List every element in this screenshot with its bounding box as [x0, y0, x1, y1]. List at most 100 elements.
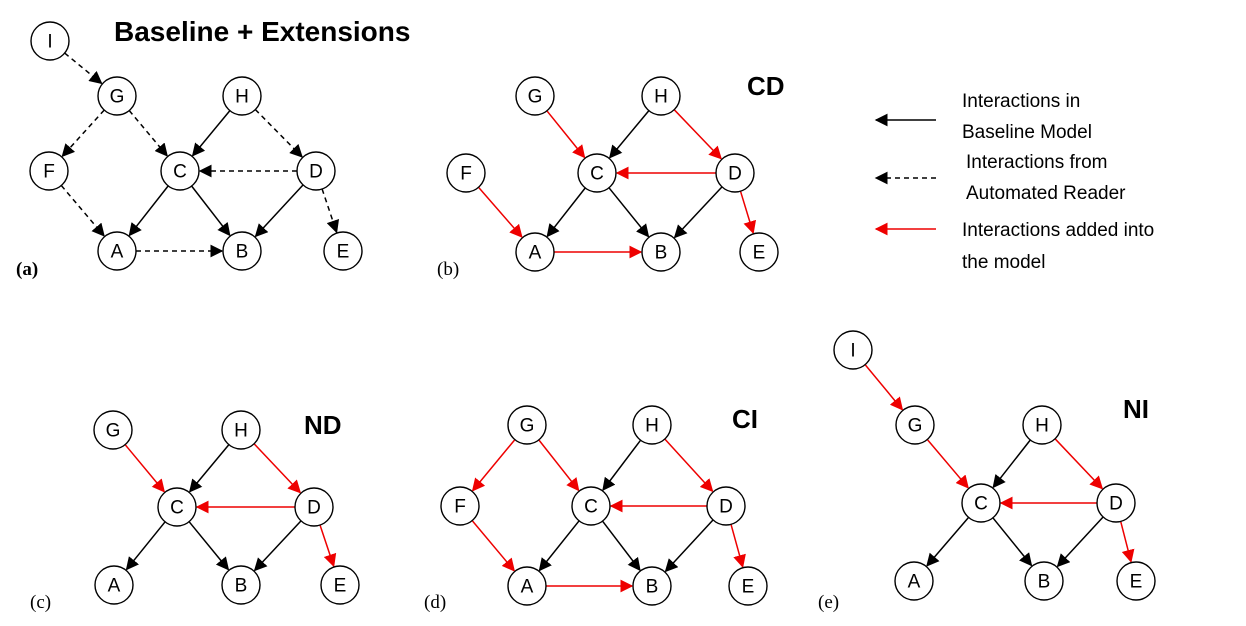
edge-e-I-G [864, 364, 904, 411]
edge-a-H-C [191, 110, 231, 157]
node-a-A [97, 231, 137, 271]
edge-c-H-C [188, 444, 230, 493]
node-label-b-E: E [753, 243, 766, 264]
node-a-C [160, 151, 200, 191]
node-label-a-B: B [236, 242, 249, 263]
node-a-I [30, 21, 70, 61]
edge-e-H-C [992, 439, 1031, 489]
node-label-a-E: E [337, 242, 350, 263]
node-label-d-F: F [454, 497, 466, 518]
node-a-G [97, 76, 137, 116]
node-b-B [641, 232, 681, 272]
node-a-B [222, 231, 262, 271]
legend-added-line2: the model [962, 252, 1045, 273]
edge-b-C-A [546, 187, 586, 238]
node-e-G [895, 405, 935, 445]
legend-baseline-line1: Interactions in [962, 91, 1080, 112]
title-ci: CI [732, 404, 758, 434]
node-a-F [29, 151, 69, 191]
node-label-b-H: H [654, 87, 668, 108]
node-e-I [833, 330, 873, 370]
node-label-a-G: G [110, 87, 125, 108]
node-d-A [507, 566, 547, 606]
edge-d-D-B [664, 519, 714, 573]
edge-b-C-B [608, 187, 650, 238]
legend-reader-line2: Automated Reader [966, 183, 1126, 204]
node-label-d-G: G [520, 416, 535, 437]
edge-d-D-E [730, 524, 746, 568]
edge-d-F-A [471, 520, 516, 572]
node-b-A [515, 232, 555, 272]
node-label-e-I: I [850, 341, 855, 362]
node-label-e-G: G [908, 416, 923, 437]
panel-label-b: (b) [437, 259, 459, 280]
edge-a-D-E [321, 188, 340, 234]
node-label-c-B: B [235, 576, 248, 597]
edge-e-D-E [1119, 521, 1135, 563]
node-a-H [222, 76, 262, 116]
node-label-c-E: E [334, 576, 347, 597]
node-label-b-F: F [460, 164, 472, 185]
node-e-A [894, 561, 934, 601]
edge-d-H-D [664, 438, 714, 493]
node-label-d-D: D [719, 497, 733, 518]
edge-c-D-B [253, 520, 302, 572]
node-e-H [1022, 405, 1062, 445]
edge-a-C-A [128, 185, 169, 237]
node-b-E [739, 232, 779, 272]
edge-c-C-A [125, 521, 166, 571]
title-ni: NI [1123, 394, 1149, 424]
node-d-H [632, 405, 672, 445]
edge-e-G-C [926, 439, 969, 489]
node-label-d-A: A [521, 577, 534, 598]
edge-d-H-C [602, 439, 642, 492]
node-label-a-D: D [309, 162, 323, 183]
edge-c-C-B [188, 521, 230, 571]
node-b-C [577, 153, 617, 193]
legend-reader-line1: Interactions from [966, 152, 1108, 173]
node-b-G [515, 76, 555, 116]
node-e-E [1116, 561, 1156, 601]
panel-label-a: (a) [16, 259, 38, 280]
node-label-a-F: F [43, 162, 55, 183]
node-e-B [1024, 561, 1064, 601]
edge-b-H-D [673, 109, 722, 160]
edge-d-C-B [601, 520, 641, 572]
node-c-H [221, 410, 261, 450]
legend: Interactions in Baseline Model Interacti… [874, 91, 1154, 273]
node-label-e-H: H [1035, 416, 1049, 437]
node-label-c-A: A [108, 576, 121, 597]
node-label-e-A: A [908, 572, 921, 593]
node-label-a-H: H [235, 87, 249, 108]
node-c-A [94, 565, 134, 605]
node-label-a-I: I [47, 32, 52, 53]
panel-label-d: (d) [424, 592, 446, 613]
main-title: Baseline + Extensions [114, 16, 410, 47]
node-b-D [715, 153, 755, 193]
node-label-e-B: B [1038, 572, 1051, 593]
node-label-b-D: D [728, 164, 742, 185]
node-d-F [440, 486, 480, 526]
node-label-c-C: C [170, 498, 184, 519]
edge-a-G-F [61, 109, 105, 158]
edge-e-D-B [1056, 516, 1104, 568]
node-e-C [961, 483, 1001, 523]
node-b-H [641, 76, 681, 116]
edge-b-G-C [546, 110, 586, 159]
node-d-C [571, 486, 611, 526]
node-d-B [632, 566, 672, 606]
node-a-E [323, 231, 363, 271]
node-label-e-D: D [1109, 494, 1123, 515]
node-c-G [93, 410, 133, 450]
edge-d-G-F [471, 439, 516, 492]
edge-b-D-B [673, 186, 723, 239]
node-c-E [320, 565, 360, 605]
edge-d-C-A [538, 520, 580, 572]
edge-b-H-C [608, 110, 650, 159]
node-label-b-B: B [655, 243, 668, 264]
